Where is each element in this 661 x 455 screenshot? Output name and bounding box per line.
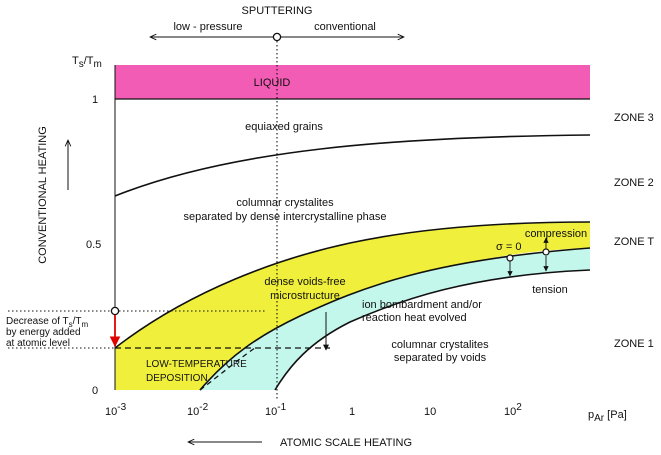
zone-1-band-region: [200, 248, 590, 390]
decrease-note-line3: at atomic level: [6, 338, 70, 349]
zone2-zoneT-boundary: [114, 221, 591, 349]
x-axis-unit: pAr [Pa]: [588, 409, 627, 424]
ion-label-1: ion bombardment and/or: [362, 299, 482, 311]
decrease-start-marker: [110, 306, 120, 316]
x-tick-1e-3: 10-3: [105, 402, 127, 418]
ion-label-2: reaction heat evolved: [362, 312, 467, 324]
x-tick-1e-2: 10-2: [187, 402, 209, 418]
low-temp-label-1: LOW-TEMPERATURE: [146, 359, 247, 370]
decrease-note-line1: Decrease of Ts/Tm: [6, 316, 89, 329]
y-tick-1: 1: [92, 94, 98, 106]
conventional-label: conventional: [314, 21, 376, 33]
liquid-region: [115, 65, 590, 99]
low-pressure-label: low - pressure: [173, 21, 242, 33]
zone3-zone2-boundary: [114, 134, 591, 197]
y-axis-title: Ts/Tm: [72, 55, 102, 70]
columnar-dense-label-1: columnar crystalites: [236, 197, 334, 209]
zoneT-band-boundary: [199, 247, 591, 391]
sputtering-title: SPUTTERING: [242, 5, 313, 17]
y-tick-05: 0.5: [86, 239, 101, 251]
low-temp-label-2: DEPOSITION: [146, 373, 208, 384]
zoneT-label: ZONE T: [614, 236, 654, 248]
dense-voids-label-1: dense voids-free: [264, 276, 345, 288]
dense-voids-label-2: microstructure: [270, 290, 340, 302]
conventional-heating-label: CONVENTIONAL HEATING: [37, 126, 49, 264]
low-temperature-edge: [199, 347, 256, 391]
zone-t-region: [115, 222, 590, 390]
sigma0-marker: [506, 254, 514, 262]
columnar-voids-label-1: columnar crystalites: [391, 339, 489, 351]
sigma0-label: σ = 0: [496, 241, 521, 253]
zone3-label: ZONE 3: [614, 112, 654, 124]
equiaxed-label: equiaxed grains: [245, 121, 323, 133]
y-tick-0: 0: [92, 385, 98, 397]
decrease-note-line2: by energy added: [6, 327, 81, 338]
x-tick-1e-1: 10-1: [265, 402, 287, 418]
tension-label: tension: [532, 284, 567, 296]
compression-label: compression: [525, 228, 587, 240]
x-tick-10: 10: [424, 406, 436, 418]
x-tick-1: 1: [349, 406, 355, 418]
band-zone1-boundary: [274, 269, 591, 391]
zone2-label: ZONE 2: [614, 177, 654, 189]
atomic-heating-label: ATOMIC SCALE HEATING: [280, 437, 412, 449]
compression-marker: [542, 248, 550, 256]
zone1-label: ZONE 1: [614, 338, 654, 350]
x-tick-1e2: 102: [504, 402, 522, 418]
columnar-voids-label-2: separated by voids: [394, 352, 487, 364]
liquid-label: LIQUID: [254, 77, 291, 89]
sputtering-marker: [272, 32, 282, 42]
columnar-dense-label-2: separated by dense intercrystalline phas…: [183, 211, 386, 223]
